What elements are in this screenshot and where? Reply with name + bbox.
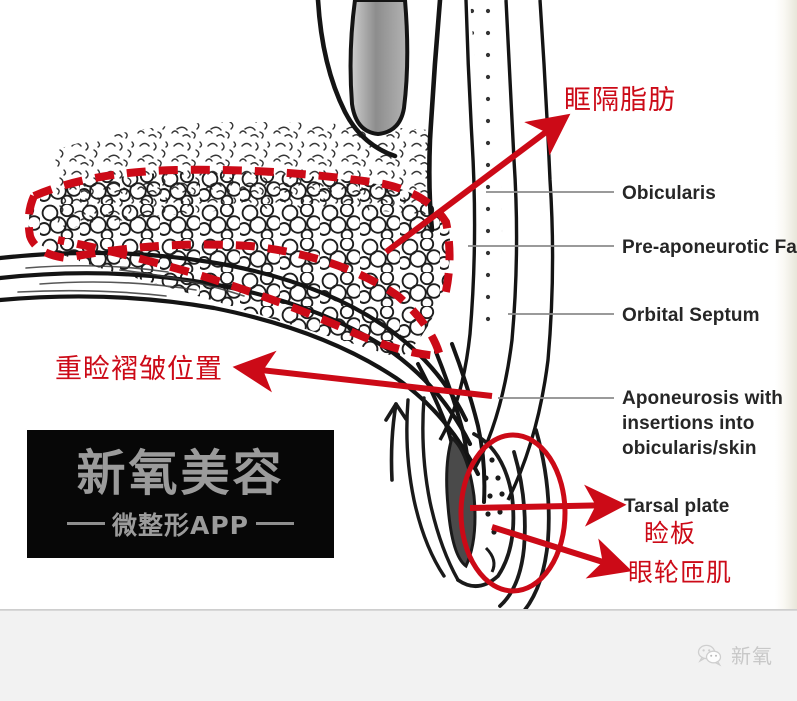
watermark-dash-right (256, 522, 294, 525)
label-obicularis: Obicularis (622, 183, 716, 204)
canvas-bottom-rule (0, 609, 797, 611)
label-eyelid-crease-cn: 重睑褶皱位置 (55, 354, 223, 385)
anatomy-illustration: Obicularis Pre-aponeurotic Fa Orbital Se… (0, 0, 797, 611)
wechat-bubble-icon (697, 644, 722, 666)
annotation-arrows (232, 113, 633, 579)
label-pre-aponeurotic-fat: Pre-aponeurotic Fa (622, 237, 797, 258)
anatomy-drawing (0, 0, 633, 611)
watermark-dash-left (67, 522, 105, 525)
footer-bar: 新氧 (0, 612, 797, 701)
label-tarsal-plate: Tarsal plate (624, 496, 730, 517)
label-aponeurosis-line1: Aponeurosis with (622, 388, 783, 409)
label-aponeurosis-line3: obicularis/skin (622, 438, 757, 459)
watermark-subtitle-text: 微整形APP (112, 510, 249, 540)
app-watermark-box: 新氧美容 微整形APP (27, 430, 334, 558)
fat-pad-dashed-outline (24, 165, 454, 361)
watermark-brand-text: 新氧美容 (76, 444, 285, 502)
label-orbital-septal-fat-cn: 眶隔脂肪 (564, 85, 676, 116)
footer-watermark: 新氧 (697, 640, 773, 669)
label-tarsal-plate-cn: 睑板 (644, 519, 697, 548)
label-orbital-septum: Orbital Septum (622, 305, 760, 326)
tarsal-plate-circle (458, 432, 568, 594)
page-edge-shading (775, 0, 797, 611)
label-orbicularis-oculi-cn: 眼轮匝肌 (628, 558, 733, 587)
footer-watermark-text: 新氧 (731, 644, 773, 668)
leader-lines (468, 191, 614, 399)
watermark-subtitle-row: 微整形APP (67, 506, 294, 542)
label-aponeurosis-line2: insertions into (622, 413, 755, 434)
